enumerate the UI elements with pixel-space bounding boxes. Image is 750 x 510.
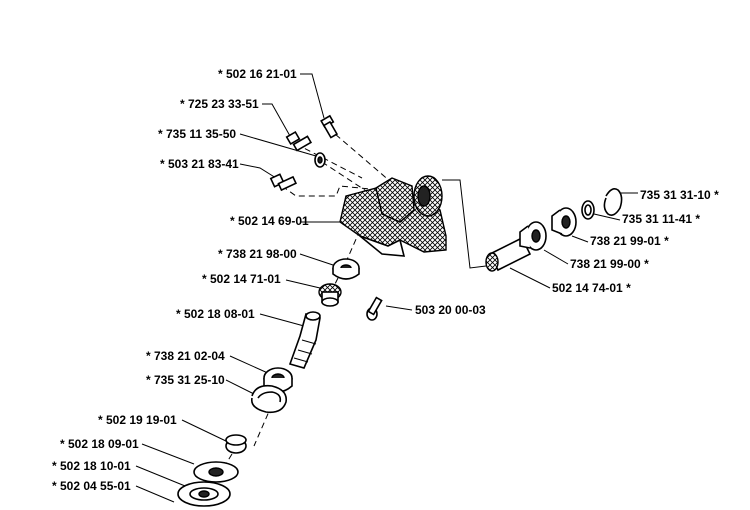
flange-502-18-09-01 bbox=[193, 461, 239, 483]
label-738-21-99-01: 738 21 99-01 * bbox=[590, 234, 669, 248]
label-502-18-08-01: * 502 18 08-01 bbox=[176, 307, 255, 321]
label-738-21-98-00: * 738 21 98-00 bbox=[218, 247, 297, 261]
label-725-23-33-51: * 725 23 33-51 bbox=[180, 97, 259, 111]
label-502-14-71-01: * 502 14 71-01 bbox=[202, 272, 281, 286]
circlip-735-31-25-10 bbox=[250, 384, 288, 414]
bearing-738-21-99-00 bbox=[519, 221, 547, 251]
shaft-502-18-08-01 bbox=[288, 311, 321, 369]
bearing-738-21-99-01 bbox=[551, 207, 577, 237]
label-502-14-69-01: * 502 14 69-01 bbox=[230, 214, 309, 228]
gear-502-14-71-01 bbox=[318, 283, 342, 307]
screw-503-21-83-41 bbox=[269, 173, 298, 192]
label-502-04-55-01: * 502 04 55-01 bbox=[52, 479, 131, 493]
label-502-18-09-01: * 502 18 09-01 bbox=[60, 437, 139, 451]
label-502-16-21-01: * 502 16 21-01 bbox=[218, 67, 297, 81]
sleeve-502-19-19-01 bbox=[225, 434, 247, 454]
label-738-21-99-00: 738 21 99-00 * bbox=[570, 257, 649, 271]
label-502-19-19-01: * 502 19 19-01 bbox=[98, 413, 177, 427]
label-735-11-35-50: * 735 11 35-50 bbox=[158, 127, 236, 141]
screw-502-16-21-01 bbox=[320, 114, 339, 139]
label-735-31-31-10: 735 31 31-10 * bbox=[640, 188, 719, 202]
screw-725-23-33-51 bbox=[285, 130, 313, 152]
label-738-21-02-04: * 738 21 02-04 bbox=[146, 349, 225, 363]
label-735-31-25-10: * 735 31 25-10 bbox=[146, 373, 225, 387]
disc-502-18-10-01 bbox=[177, 481, 231, 507]
leader-lines bbox=[135, 73, 638, 503]
label-502-18-10-01: * 502 18 10-01 bbox=[52, 459, 131, 473]
label-735-31-11-41: 735 31 11-41 * bbox=[622, 212, 700, 226]
washer-735-11-35-50 bbox=[314, 152, 326, 168]
bearing-738-21-98-00 bbox=[332, 258, 360, 280]
ring-735-31-11-41 bbox=[581, 200, 595, 220]
screw-503-20-00-03 bbox=[366, 296, 383, 321]
label-502-14-74-01: 502 14 74-01 * bbox=[552, 281, 631, 295]
label-503-20-00-03: 503 20 00-03 bbox=[415, 303, 486, 317]
circlip-735-31-31-10 bbox=[603, 188, 623, 216]
label-503-21-83-41: * 503 21 83-41 bbox=[160, 157, 239, 171]
gear-housing-502-14-69-01 bbox=[339, 175, 447, 257]
